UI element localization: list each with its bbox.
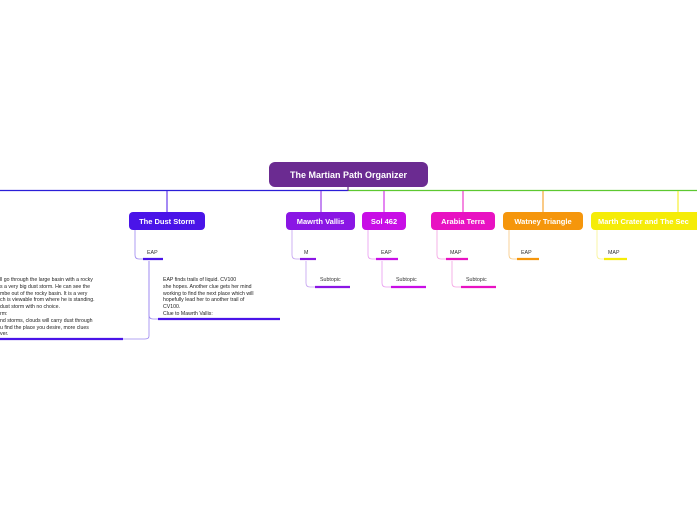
dust-storm-note-right[interactable]: EAP finds trails of liquid. CV100 she ho… bbox=[163, 277, 254, 317]
branch-watney-triangle[interactable]: Watney Triangle bbox=[503, 212, 583, 230]
sol-462-subtopic[interactable]: Subtopic bbox=[396, 277, 417, 283]
root-topic[interactable]: The Martian Path Organizer bbox=[269, 162, 428, 187]
dust-storm-note-left[interactable]: ll go through the large basin with a roc… bbox=[0, 277, 95, 338]
branch-sol-462[interactable]: Sol 462 bbox=[362, 212, 406, 230]
branch-label: Marth Crater and The Sec bbox=[598, 216, 689, 226]
branch-label: The Dust Storm bbox=[139, 216, 195, 226]
branch-label: Watney Triangle bbox=[514, 216, 572, 226]
root-title: The Martian Path Organizer bbox=[289, 169, 408, 180]
dust-storm-child-label[interactable]: EAP bbox=[147, 250, 158, 256]
sol-462-child-label[interactable]: EAP bbox=[381, 250, 392, 256]
watney-triangle-child-label[interactable]: EAP bbox=[521, 250, 532, 256]
arabia-terra-subtopic[interactable]: Subtopic bbox=[466, 277, 487, 283]
arabia-terra-child-label[interactable]: MAP bbox=[450, 250, 462, 256]
branch-marth-crater[interactable]: Marth Crater and The Sec bbox=[591, 212, 697, 230]
branch-the-dust-storm[interactable]: The Dust Storm bbox=[129, 212, 205, 230]
mawrth-vallis-child-label[interactable]: M bbox=[304, 250, 309, 256]
mawrth-vallis-subtopic[interactable]: Subtopic bbox=[320, 277, 341, 283]
branch-label: Sol 462 bbox=[370, 216, 398, 226]
marth-crater-child-label[interactable]: MAP bbox=[608, 250, 620, 256]
branch-label: Arabia Terra bbox=[441, 216, 485, 226]
branch-label: Mawrth Vallis bbox=[296, 216, 345, 226]
branch-mawrth-vallis[interactable]: Mawrth Vallis bbox=[286, 212, 355, 230]
branch-arabia-terra[interactable]: Arabia Terra bbox=[431, 212, 495, 230]
